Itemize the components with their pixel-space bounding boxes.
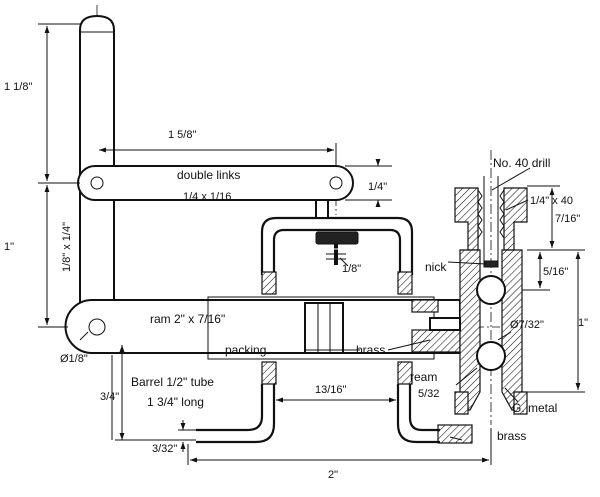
label-ream: ream — [410, 370, 437, 384]
label-link-size: 1/4 x 1/16 — [183, 191, 231, 203]
dim-port: Ø7/32" — [510, 319, 544, 331]
valve-body — [429, 176, 528, 415]
dim-rod-size: 1/8" x 1/4" — [61, 222, 73, 272]
ram-and-barrel — [64, 296, 461, 360]
label-ram: ram 2" x 7/16" — [150, 312, 225, 326]
dim-valve-mid: 5/16" — [543, 266, 568, 278]
label-double-links: double links — [177, 168, 240, 182]
dim-barrel-drop: 3/4" — [100, 391, 119, 403]
label-ream-size: 5/32 — [418, 388, 439, 400]
label-brass-outer: brass — [497, 429, 526, 443]
barrel-mount-blocks — [261, 271, 473, 444]
label-thread: 1/4" x 40 — [530, 195, 573, 207]
double-links-bar — [77, 165, 354, 201]
label-gmetal: G. metal — [512, 401, 557, 415]
label-packing: packing — [225, 343, 266, 357]
label-barrel-length: 1 3/4" long — [147, 395, 204, 409]
label-drill: No. 40 drill — [493, 156, 550, 170]
dim-leg-gap: 13/16" — [315, 384, 347, 396]
dim-valve-top: 7/16" — [555, 213, 580, 225]
dim-handle-height: 1 1/8" — [4, 81, 32, 93]
dim-base-thick: 3/32" — [152, 443, 177, 455]
base-legs — [196, 384, 440, 444]
label-brass-inner: brass — [356, 343, 385, 357]
dimension-lines — [38, 23, 585, 465]
dim-lower-height: 1" — [4, 241, 14, 253]
handle-lever — [79, 14, 115, 311]
dim-pivot: Ø1/8" — [60, 353, 88, 365]
label-barrel: Barrel 1/2" tube — [131, 375, 214, 389]
bridge-frame — [260, 199, 414, 275]
dimension-texts: 1 1/8" 1 5/8" 1" 1/8" x 1/4" 1/4" 1/8" Ø… — [4, 81, 588, 481]
center-lines — [60, 5, 500, 425]
dim-bolt: 1/8" — [342, 263, 361, 275]
dim-overall: 2" — [328, 469, 338, 481]
dim-valve-total: 1" — [578, 317, 588, 329]
leader-lines — [79, 167, 531, 441]
text-labels: No. 40 drill 1/4" x 40 double links 1/4 … — [131, 156, 573, 443]
dim-offset: 1/4" — [368, 181, 387, 193]
dim-link-span: 1 5/8" — [168, 129, 196, 141]
label-nick: nick — [425, 260, 447, 274]
